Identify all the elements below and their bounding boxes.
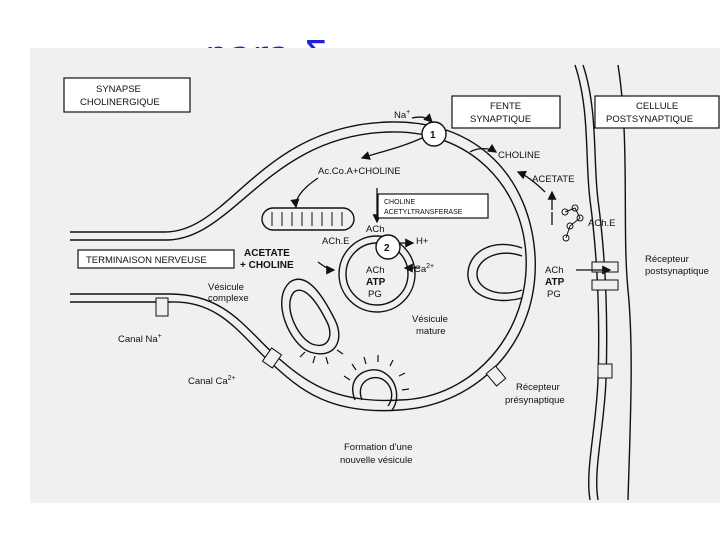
- atp-vesicle-label: ATP: [366, 277, 386, 288]
- box-synapse: [63, 77, 191, 113]
- ache-left-label: ACh.E: [322, 236, 349, 247]
- acetate-left-line2: + CHOLINE: [240, 260, 294, 271]
- complex-vesicle: [281, 278, 340, 355]
- box-fente: [451, 95, 561, 129]
- recepteur-pre-line1: Récepteur: [516, 382, 560, 393]
- enzyme-line2: ACETYLTRANSFERASE: [384, 209, 463, 216]
- enzyme-line1: CHOLINE: [384, 199, 415, 206]
- recepteur-post-line1: Récepteur: [645, 254, 689, 265]
- recepteur-post-line2: postsynaptique: [645, 266, 709, 277]
- mitochondrion: [261, 207, 355, 231]
- canal-na-label: Canal Na+: [118, 333, 162, 345]
- cellule-line1: CELLULE: [636, 101, 678, 112]
- formation-line1: Formation d'une: [344, 442, 412, 453]
- pg-vesicle-label: PG: [368, 289, 382, 300]
- cellule-line2: POSTSYNAPTIQUE: [606, 114, 693, 125]
- ach-top-label: ACh: [366, 224, 384, 235]
- fente-line1: FENTE: [490, 101, 521, 112]
- ache-molecule: [561, 204, 584, 242]
- canal-ca-label: Canal Ca2+: [188, 375, 236, 387]
- acoa-label: Ac.Co.A+CHOLINE: [318, 166, 401, 177]
- box-cellule: [594, 95, 720, 129]
- hplus-label: H+: [416, 236, 429, 247]
- vesicule-mature-line1: Vésicule: [412, 314, 448, 325]
- vesicule-mature-line2: mature: [416, 326, 446, 337]
- fusing-vesicle: [467, 243, 523, 302]
- atp-cleft-label: ATP: [545, 277, 565, 288]
- circle-2-label: 2: [384, 243, 390, 254]
- recepteur-pre-line2: présynaptique: [505, 395, 565, 406]
- na-top-label: Na+: [394, 109, 410, 121]
- pg-cleft-label: PG: [547, 289, 561, 300]
- circle-1-label: 1: [430, 130, 436, 141]
- box-terminaison: [77, 249, 235, 269]
- formation-line2: nouvelle vésicule: [340, 455, 412, 466]
- transporter-2: 2: [375, 234, 401, 260]
- acetate-left-line1: ACETATE: [244, 248, 290, 259]
- ach-vesicle-label: ACh: [366, 265, 384, 276]
- choline-cleft-label: CHOLINE: [498, 150, 540, 161]
- arrows: [290, 113, 612, 275]
- acetate-cleft-label: ACETATE: [532, 174, 574, 185]
- ca-mid-label: Ca2+: [414, 263, 434, 275]
- synapse-line2: CHOLINERGIQUE: [80, 97, 160, 108]
- terminaison-label: TERMINAISON NERVEUSE: [86, 255, 207, 266]
- vesicule-complexe-line1: Vésicule: [208, 282, 244, 293]
- box-enzyme: [377, 193, 489, 219]
- synapse-line1: SYNAPSE: [96, 84, 141, 95]
- ach-cleft-label: ACh: [545, 265, 563, 276]
- fente-line2: SYNAPTIQUE: [470, 114, 531, 125]
- ache-post-label: ACh.E: [588, 218, 615, 229]
- vesicule-complexe-line2: complexe: [208, 293, 249, 304]
- forming-vesicle: [299, 349, 410, 411]
- transporter-1: 1: [421, 121, 447, 147]
